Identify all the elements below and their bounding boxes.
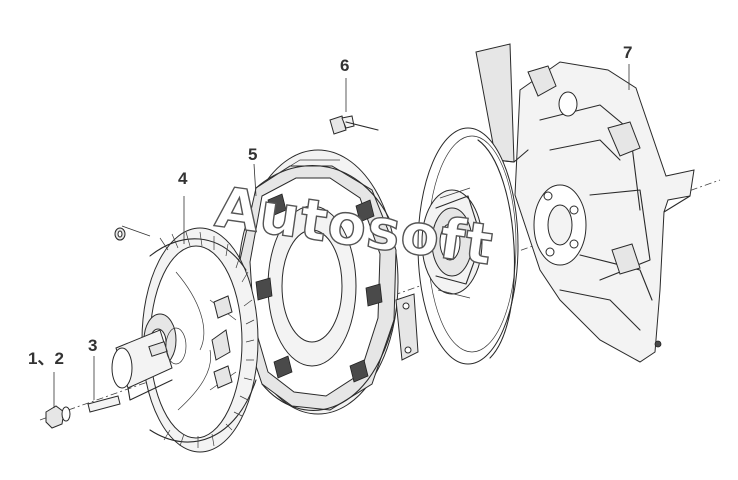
part-1-2-bolt-washer: [45, 405, 71, 429]
leader-line-4-washer: [121, 225, 151, 237]
label-part-1-2: 1、2: [28, 349, 64, 368]
label-part-3: 3: [88, 336, 98, 355]
label-part-4: 4: [178, 169, 188, 188]
label-part-7: 7: [623, 43, 633, 62]
part-6-bolt: [329, 115, 379, 135]
nut-washer-small: [114, 227, 126, 241]
part-4-clutch-disc: [111, 227, 259, 453]
part-5-pressure-plate: [237, 149, 419, 415]
label-part-5: 5: [248, 145, 258, 164]
part-7-housing: [475, 43, 695, 363]
flywheel-disc: [417, 127, 519, 365]
label-part-6: 6: [340, 56, 350, 75]
leader-line-5: [253, 163, 257, 197]
part-3-pin: [87, 395, 121, 413]
